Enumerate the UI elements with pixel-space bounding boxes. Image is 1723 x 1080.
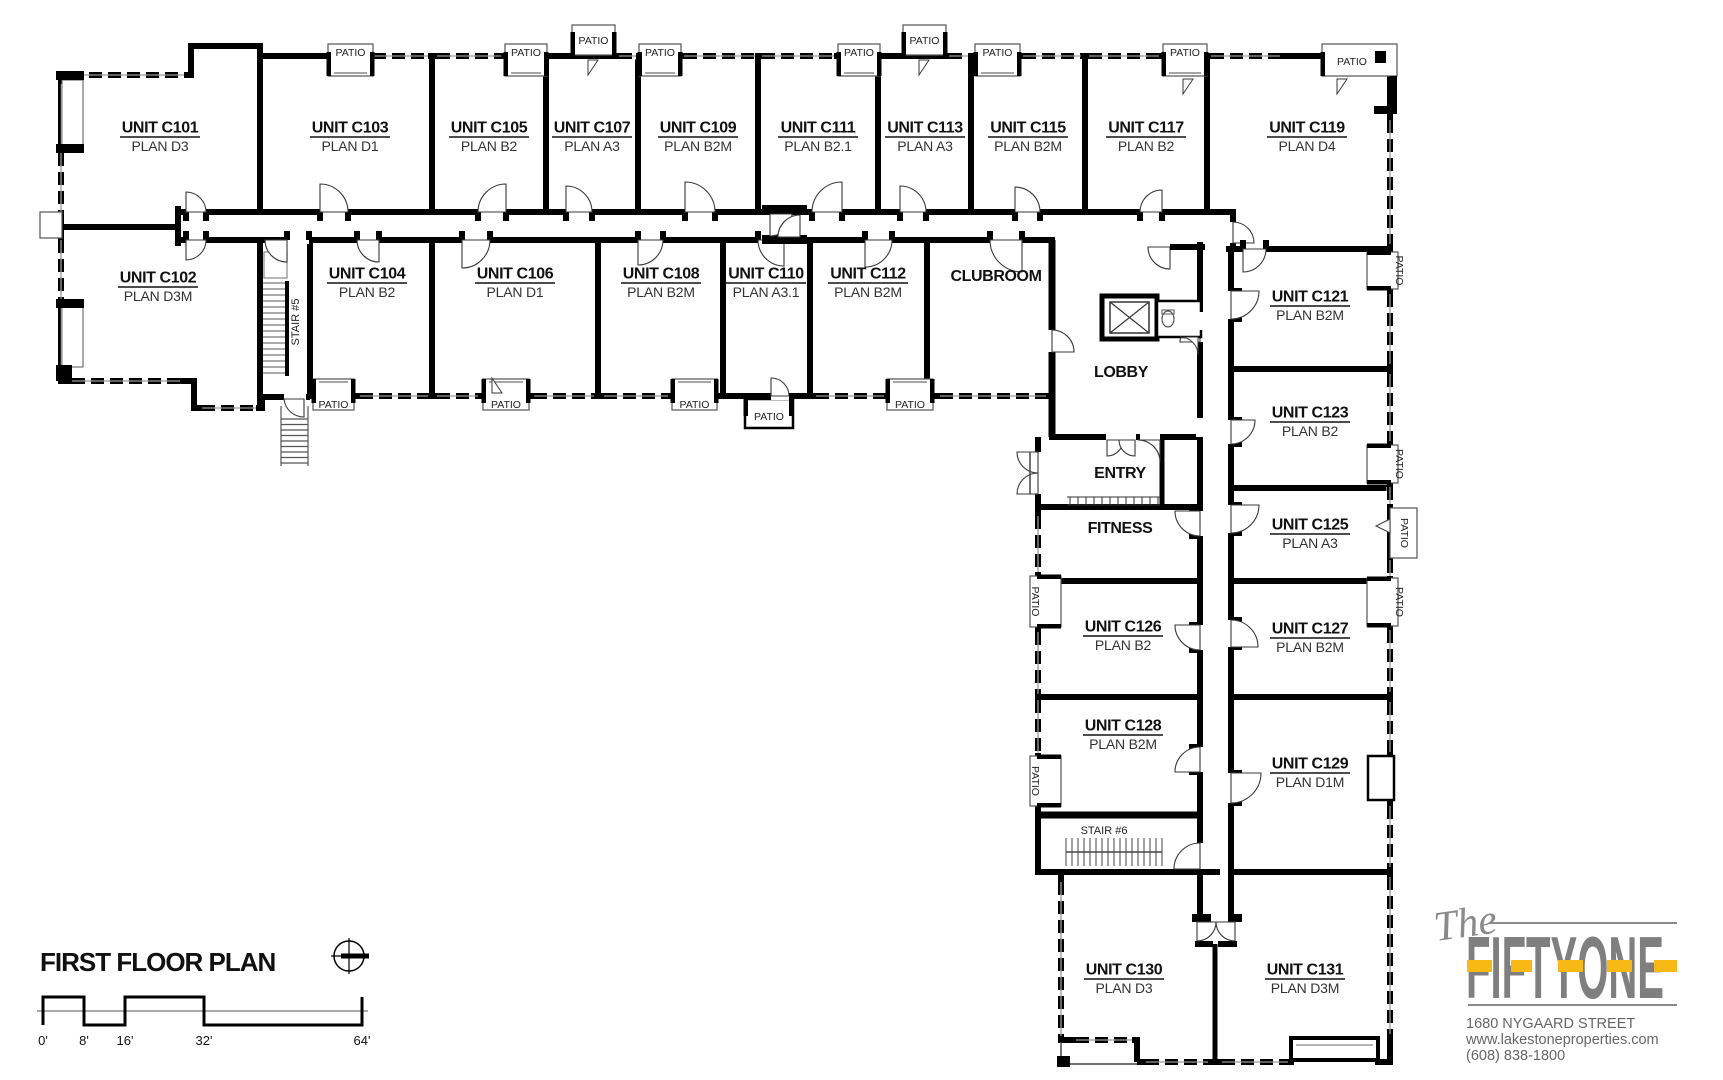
svg-text:PATIO: PATIO bbox=[645, 47, 675, 59]
svg-text:UNIT C101: UNIT C101 bbox=[122, 120, 199, 137]
svg-text:PATIO: PATIO bbox=[895, 399, 925, 411]
svg-text:PLAN D1: PLAN D1 bbox=[322, 138, 379, 154]
svg-text:8': 8' bbox=[79, 1033, 89, 1048]
svg-text:www.lakestoneproperties.com: www.lakestoneproperties.com bbox=[1465, 1032, 1659, 1048]
svg-text:STAIR #6: STAIR #6 bbox=[1081, 825, 1128, 837]
svg-text:PLAN B2M: PLAN B2M bbox=[1276, 639, 1344, 655]
svg-text:PLAN B2: PLAN B2 bbox=[1095, 637, 1152, 653]
svg-text:PATIO: PATIO bbox=[1398, 518, 1410, 548]
svg-text:PATIO: PATIO bbox=[319, 399, 349, 411]
svg-text:PATIO: PATIO bbox=[910, 35, 940, 47]
svg-text:(608) 838-1800: (608) 838-1800 bbox=[1466, 1048, 1565, 1064]
svg-text:1680 NYGAARD STREET: 1680 NYGAARD STREET bbox=[1466, 1016, 1635, 1032]
svg-text:PLAN D3M: PLAN D3M bbox=[124, 288, 192, 304]
svg-text:UNIT C109: UNIT C109 bbox=[660, 120, 737, 137]
svg-text:CLUBROOM: CLUBROOM bbox=[950, 268, 1041, 285]
svg-text:FITNESS: FITNESS bbox=[1088, 520, 1153, 537]
svg-text:UNIT C108: UNIT C108 bbox=[623, 266, 700, 283]
svg-text:UNIT C105: UNIT C105 bbox=[451, 120, 528, 137]
svg-text:UNIT C129: UNIT C129 bbox=[1272, 756, 1349, 773]
svg-text:PATIO: PATIO bbox=[579, 35, 609, 47]
svg-text:PLAN B2: PLAN B2 bbox=[339, 284, 396, 300]
svg-text:PLAN D1: PLAN D1 bbox=[487, 284, 544, 300]
svg-text:PATIO: PATIO bbox=[1393, 449, 1405, 479]
svg-text:The: The bbox=[1431, 897, 1500, 951]
svg-text:PATIO: PATIO bbox=[1029, 587, 1041, 617]
svg-text:STAIR #5: STAIR #5 bbox=[290, 299, 302, 346]
svg-text:UNIT C113: UNIT C113 bbox=[887, 120, 963, 137]
svg-text:UNIT C103: UNIT C103 bbox=[312, 120, 389, 137]
svg-text:UNIT C111: UNIT C111 bbox=[781, 120, 856, 137]
svg-text:PATIO: PATIO bbox=[511, 47, 541, 59]
svg-text:PLAN B2M: PLAN B2M bbox=[994, 138, 1062, 154]
svg-text:UNIT C126: UNIT C126 bbox=[1085, 619, 1162, 636]
svg-text:PATIO: PATIO bbox=[754, 411, 784, 423]
svg-text:UNIT C117: UNIT C117 bbox=[1108, 120, 1184, 137]
svg-text:UNIT C106: UNIT C106 bbox=[477, 266, 554, 283]
svg-text:32': 32' bbox=[196, 1033, 213, 1048]
svg-text:PATIO: PATIO bbox=[1393, 256, 1405, 286]
svg-text:PLAN A3: PLAN A3 bbox=[1282, 535, 1338, 551]
svg-text:UNIT C123: UNIT C123 bbox=[1272, 405, 1349, 422]
svg-text:UNIT C119: UNIT C119 bbox=[1269, 120, 1345, 137]
svg-text:PLAN B2: PLAN B2 bbox=[1118, 138, 1175, 154]
svg-text:PLAN D4: PLAN D4 bbox=[1279, 138, 1336, 154]
svg-text:0': 0' bbox=[38, 1033, 48, 1048]
svg-text:UNIT C112: UNIT C112 bbox=[830, 266, 906, 283]
svg-text:PLAN A3: PLAN A3 bbox=[897, 138, 953, 154]
svg-text:PLAN B2M: PLAN B2M bbox=[1276, 307, 1344, 323]
svg-text:UNIT C115: UNIT C115 bbox=[990, 120, 1066, 137]
svg-text:PLAN B2M: PLAN B2M bbox=[664, 138, 732, 154]
svg-text:UNIT C128: UNIT C128 bbox=[1085, 718, 1162, 735]
svg-text:UNIT C130: UNIT C130 bbox=[1086, 962, 1163, 979]
svg-text:PATIO: PATIO bbox=[680, 399, 710, 411]
svg-text:PLAN B2: PLAN B2 bbox=[1282, 423, 1339, 439]
svg-text:PLAN D3M: PLAN D3M bbox=[1271, 980, 1339, 996]
svg-text:PLAN B2M: PLAN B2M bbox=[627, 284, 695, 300]
svg-text:PATIO: PATIO bbox=[983, 47, 1013, 59]
svg-text:PATIO: PATIO bbox=[1170, 47, 1200, 59]
svg-text:UNIT C107: UNIT C107 bbox=[554, 120, 631, 137]
svg-text:FIRST FLOOR PLAN: FIRST FLOOR PLAN bbox=[40, 947, 276, 977]
svg-text:PLAN A3.1: PLAN A3.1 bbox=[733, 284, 800, 300]
svg-text:16': 16' bbox=[117, 1033, 134, 1048]
svg-text:PLAN D3: PLAN D3 bbox=[132, 138, 189, 154]
svg-text:UNIT C125: UNIT C125 bbox=[1272, 517, 1349, 534]
svg-text:UNIT C121: UNIT C121 bbox=[1272, 289, 1349, 306]
svg-text:PLAN B2: PLAN B2 bbox=[461, 138, 518, 154]
svg-text:UNIT C127: UNIT C127 bbox=[1272, 621, 1349, 638]
svg-text:UNIT C110: UNIT C110 bbox=[728, 266, 804, 283]
svg-text:UNIT C131: UNIT C131 bbox=[1267, 962, 1344, 979]
svg-text:PLAN B2.1: PLAN B2.1 bbox=[784, 138, 852, 154]
svg-text:ENTRY: ENTRY bbox=[1094, 465, 1146, 482]
svg-text:PATIO: PATIO bbox=[1393, 587, 1405, 617]
svg-text:LOBBY: LOBBY bbox=[1094, 364, 1149, 381]
svg-text:PLAN D3: PLAN D3 bbox=[1096, 980, 1153, 996]
svg-text:UNIT C102: UNIT C102 bbox=[120, 270, 197, 287]
svg-text:64': 64' bbox=[354, 1033, 371, 1048]
svg-text:PLAN D1M: PLAN D1M bbox=[1276, 774, 1344, 790]
svg-text:PATIO: PATIO bbox=[1337, 56, 1367, 68]
svg-text:PLAN B2M: PLAN B2M bbox=[834, 284, 902, 300]
svg-text:PATIO: PATIO bbox=[491, 399, 521, 411]
svg-text:PATIO: PATIO bbox=[336, 47, 366, 59]
svg-text:PLAN A3: PLAN A3 bbox=[564, 138, 620, 154]
svg-text:PLAN B2M: PLAN B2M bbox=[1089, 736, 1157, 752]
svg-text:PATIO: PATIO bbox=[1029, 766, 1041, 796]
svg-text:UNIT C104: UNIT C104 bbox=[329, 266, 406, 283]
svg-text:PATIO: PATIO bbox=[844, 47, 874, 59]
